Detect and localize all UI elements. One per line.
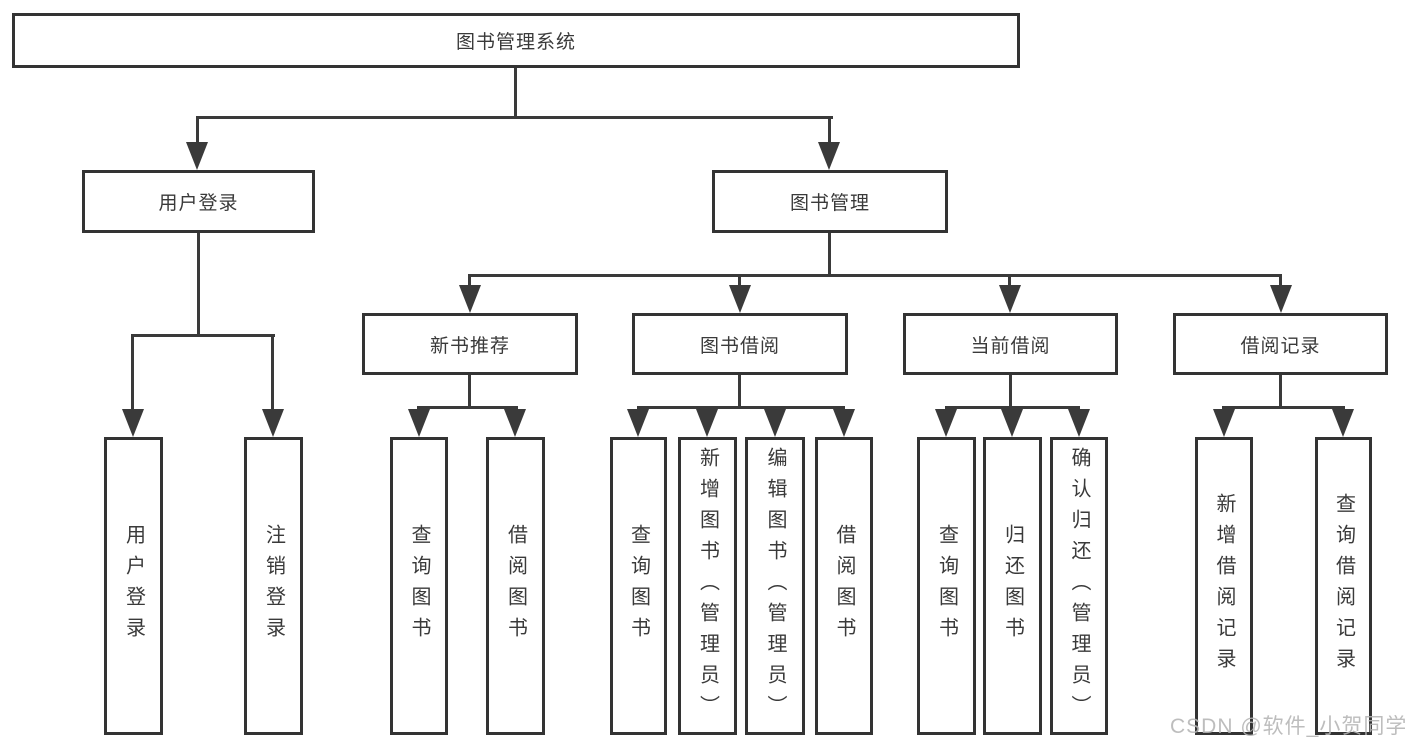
connector-book-management-stem (828, 233, 831, 276)
leaf-label: 归还图书 (1001, 524, 1024, 648)
leaf-label: 查询图书 (408, 524, 430, 648)
connector-book-borrowing-stem (738, 375, 741, 409)
node-label: 借阅记录 (1240, 335, 1321, 357)
node-label: 用户登录 (158, 193, 239, 214)
connector-user-login-stem (197, 233, 200, 337)
leaf-label: 新增借阅记录 (1213, 493, 1235, 679)
leaf-confirm-return-admin: 确认归还（管理员） (1050, 437, 1108, 735)
arrowhead-new-book-recommend-icon (459, 285, 481, 313)
arrowhead-leaf-edit-books-icon (764, 409, 786, 437)
connector-root-rail (196, 116, 833, 119)
arrowhead-leaf-borrow-books-recommend-icon (504, 409, 526, 437)
connector-to-new-book-recommend (468, 274, 471, 288)
leaf-borrow-books-recommend: 借阅图书 (486, 437, 545, 735)
arrowhead-leaf-confirm-return-icon (1068, 409, 1090, 437)
leaf-label: 查询借阅记录 (1332, 493, 1355, 679)
arrowhead-leaf-borrow-books-borrowing-icon (833, 409, 855, 437)
leaf-logout: 注销登录 (244, 437, 303, 735)
leaf-add-books-admin: 新增图书（管理员） (678, 437, 737, 735)
node-label: 图书借阅 (699, 335, 780, 357)
arrowhead-leaf-logout-icon (262, 409, 284, 437)
leaf-return-books: 归还图书 (983, 437, 1042, 735)
leaf-add-borrow-record: 新增借阅记录 (1195, 437, 1253, 735)
connector-to-borrow-records (1279, 274, 1282, 288)
leaf-label: 用户登录 (122, 524, 145, 648)
node-borrow-records: 借阅记录 (1173, 313, 1388, 375)
arrowhead-leaf-add-books-icon (696, 409, 718, 437)
arrowhead-leaf-query-books-borrowing-icon (627, 409, 649, 437)
node-label: 新书推荐 (429, 335, 510, 357)
arrowhead-leaf-query-borrow-record-icon (1332, 409, 1354, 437)
node-book-borrowing: 图书借阅 (632, 313, 848, 375)
connector-new-book-recommend-stem (468, 375, 471, 409)
arrowhead-book-borrowing-icon (729, 285, 751, 313)
connector-root-stem (514, 68, 517, 118)
node-label: 图书管理系统 (455, 32, 576, 53)
leaf-user-login: 用户登录 (104, 437, 163, 735)
connector-to-leaf-logout (271, 334, 274, 412)
connector-to-book-management (828, 116, 831, 146)
leaf-query-books-recommend: 查询图书 (390, 437, 448, 735)
leaf-label: 确认归还（管理员） (1068, 446, 1090, 726)
leaf-query-books-current: 查询图书 (917, 437, 976, 735)
arrowhead-book-management-icon (818, 142, 840, 170)
connector-to-current-borrowing (1008, 274, 1011, 288)
connector-book-management-rail (468, 274, 1282, 277)
connector-current-borrowing-stem (1009, 375, 1012, 409)
connector-current-borrowing-rail (945, 406, 1080, 409)
leaf-query-books-borrowing: 查询图书 (610, 437, 667, 735)
arrowhead-leaf-query-books-current-icon (935, 409, 957, 437)
node-new-book-recommend: 新书推荐 (362, 313, 578, 375)
node-user-login: 用户登录 (82, 170, 315, 233)
leaf-label: 借阅图书 (504, 524, 527, 648)
leaf-label: 查询图书 (935, 524, 958, 648)
connector-to-book-borrowing (738, 274, 741, 288)
leaf-label: 注销登录 (262, 524, 285, 648)
csdn-watermark: CSDN @软件_小贺同学 (1170, 715, 1405, 738)
node-current-borrowing: 当前借阅 (903, 313, 1118, 375)
node-library-management-system: 图书管理系统 (12, 13, 1020, 68)
arrowhead-leaf-add-borrow-record-icon (1213, 409, 1235, 437)
arrowhead-leaf-user-login-icon (122, 409, 144, 437)
node-book-management: 图书管理 (712, 170, 948, 233)
connector-book-borrowing-rail (637, 406, 845, 409)
leaf-label: 编辑图书（管理员） (764, 446, 786, 726)
leaf-query-borrow-record: 查询借阅记录 (1315, 437, 1372, 735)
connector-user-login-rail (131, 334, 275, 337)
arrowhead-user-login-icon (186, 142, 208, 170)
arrowhead-leaf-query-books-recommend-icon (408, 409, 430, 437)
arrowhead-current-borrowing-icon (999, 285, 1021, 313)
connector-to-user-login (196, 116, 199, 146)
node-label: 图书管理 (789, 193, 870, 214)
arrowhead-borrow-records-icon (1270, 285, 1292, 313)
connector-borrow-records-stem (1279, 375, 1282, 409)
leaf-label: 借阅图书 (833, 524, 855, 648)
leaf-label: 查询图书 (627, 524, 650, 648)
connector-new-book-recommend-rail (417, 406, 518, 409)
node-label: 当前借阅 (970, 335, 1051, 357)
connector-to-leaf-user-login (131, 334, 134, 412)
leaf-edit-books-admin: 编辑图书（管理员） (745, 437, 805, 735)
arrowhead-leaf-return-books-icon (1001, 409, 1023, 437)
connector-borrow-records-rail (1222, 406, 1345, 409)
leaf-borrow-books-borrowing: 借阅图书 (815, 437, 873, 735)
leaf-label: 新增图书（管理员） (696, 446, 719, 726)
